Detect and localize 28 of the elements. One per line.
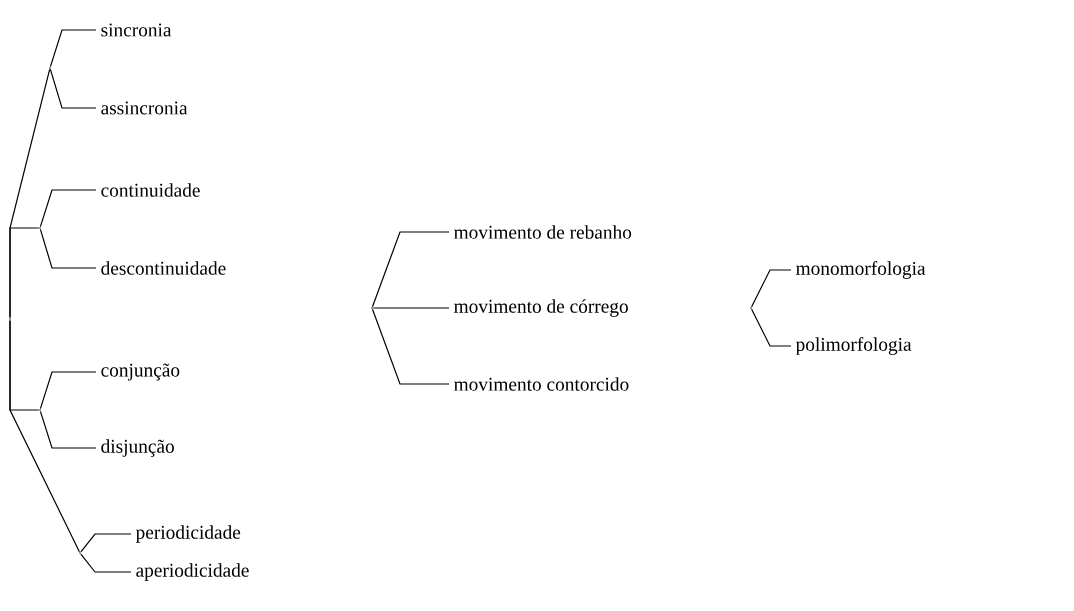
branch-line — [751, 308, 792, 347]
branch-label: monomorfologia — [796, 261, 926, 279]
branch-line — [751, 269, 792, 308]
branch-line — [372, 307, 450, 309]
branch-line — [371, 231, 450, 308]
branch-line — [39, 410, 97, 449]
branch-label: polimorfologia — [795, 337, 912, 355]
branch-line — [371, 308, 450, 385]
branch-line — [49, 29, 97, 68]
branch-line — [9, 227, 40, 319]
branch-line — [9, 319, 80, 553]
branch-line — [39, 189, 97, 228]
branch-label: conjunção — [101, 363, 180, 381]
branch-line — [39, 371, 97, 410]
branch-label: movimento de córrego — [454, 299, 628, 317]
branch-line — [39, 228, 97, 269]
branch-label: aperiodicidade — [136, 563, 249, 581]
branch-line — [80, 533, 132, 553]
branch-label: descontinuidade — [101, 261, 226, 275]
branch-label: periodicidade — [135, 525, 241, 543]
branch-line — [80, 553, 132, 573]
branch-label: continuidade — [101, 183, 200, 197]
branch-label: sincronia — [101, 23, 172, 37]
branch-label: assincronia — [101, 101, 188, 115]
branch-label: disjunção — [101, 439, 174, 457]
branch-label: movimento de rebanho — [454, 225, 632, 239]
branch-label: movimento contorcido — [454, 377, 629, 391]
branch-line — [49, 68, 97, 109]
